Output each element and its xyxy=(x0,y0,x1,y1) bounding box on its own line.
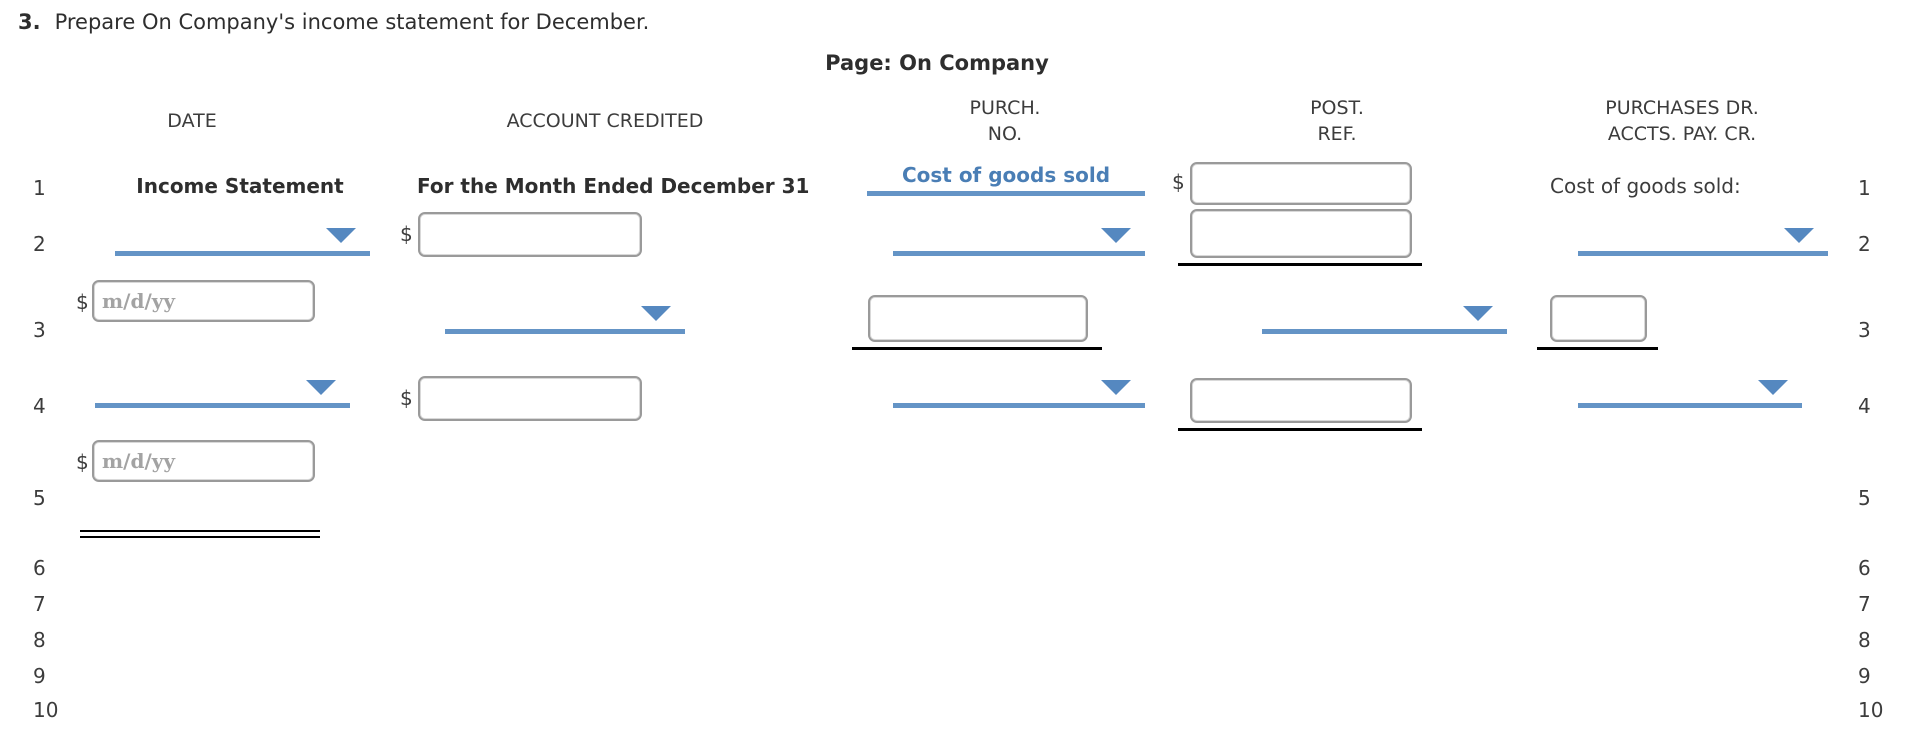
dropdown-underline xyxy=(1578,251,1828,256)
row-number-left-4: 4 xyxy=(33,394,46,418)
statement-period: For the Month Ended December 31 xyxy=(417,174,810,198)
chevron-down-icon xyxy=(1463,306,1493,321)
amount-input-post-row1[interactable] xyxy=(1190,162,1412,205)
chevron-down-icon xyxy=(1784,228,1814,243)
row-number-right-8: 8 xyxy=(1858,628,1871,652)
row-number-right-5: 5 xyxy=(1858,486,1871,510)
row-number-right-1: 1 xyxy=(1858,176,1871,200)
row-number-right-7: 7 xyxy=(1858,592,1871,616)
column-header-purchases: PURCHASES DR. ACCTS. PAY. CR. xyxy=(1605,95,1759,147)
row-number-left-8: 8 xyxy=(33,628,46,652)
dropdown-account-row3[interactable] xyxy=(445,306,685,334)
row-number-right-3: 3 xyxy=(1858,318,1871,342)
dropdown-date-row2[interactable] xyxy=(115,228,370,256)
dropdown-post-row3[interactable] xyxy=(1262,306,1507,334)
page-title: Page: On Company xyxy=(825,51,1049,75)
row-number-left-10: 10 xyxy=(33,698,59,722)
total-rule-post-row2 xyxy=(1178,263,1422,266)
task-instruction: 3. Prepare On Company's income statement … xyxy=(18,10,649,34)
row-number-right-4: 4 xyxy=(1858,394,1871,418)
amount-input-purchases-row3[interactable] xyxy=(1550,295,1647,342)
chevron-down-icon xyxy=(641,306,671,321)
row-number-left-9: 9 xyxy=(33,664,46,688)
chevron-down-icon xyxy=(1758,380,1788,395)
row-number-right-6: 6 xyxy=(1858,556,1871,580)
currency-symbol-post-row1: $ xyxy=(1172,170,1185,194)
statement-title: Income Statement xyxy=(136,174,344,198)
column-header-post-ref: POST. REF. xyxy=(1310,95,1364,147)
task-text: Prepare On Company's income statement fo… xyxy=(54,10,650,34)
total-rule-purch-row3 xyxy=(852,347,1102,350)
chevron-down-icon xyxy=(1101,228,1131,243)
currency-symbol-date-row5: $ xyxy=(76,450,89,474)
amount-input-post-row4[interactable] xyxy=(1190,378,1412,423)
row-number-left-5: 5 xyxy=(33,486,46,510)
account-select-row1-value: Cost of goods sold xyxy=(901,163,1111,187)
task-number: 3. xyxy=(18,10,41,34)
dropdown-purchases-row2[interactable] xyxy=(1578,228,1828,256)
chevron-down-icon xyxy=(1101,380,1131,395)
row-number-right-2: 2 xyxy=(1858,232,1871,256)
column-header-account-credited: ACCOUNT CREDITED xyxy=(506,110,704,132)
dropdown-purchases-row4[interactable] xyxy=(1578,380,1802,408)
dropdown-purch-row2[interactable] xyxy=(893,228,1145,256)
dropdown-purch-row4[interactable] xyxy=(893,380,1145,408)
row-number-left-3: 3 xyxy=(33,318,46,342)
column-header-purch-no-line1: PURCH. xyxy=(969,97,1041,119)
chevron-down-icon xyxy=(306,380,336,395)
dropdown-underline xyxy=(867,191,1145,196)
column-header-purch-no: PURCH. NO. xyxy=(970,95,1041,147)
dropdown-underline xyxy=(893,403,1145,408)
amount-input-post-row2[interactable] xyxy=(1190,209,1412,258)
dropdown-date-row4[interactable] xyxy=(95,380,350,408)
double-total-rule xyxy=(80,530,320,538)
amount-input-account-row2[interactable] xyxy=(418,212,642,257)
chevron-down-icon xyxy=(326,228,356,243)
currency-symbol-account-row4: $ xyxy=(400,386,413,410)
total-rule-post-row4 xyxy=(1178,428,1422,431)
date-input-row3[interactable] xyxy=(92,280,315,322)
column-header-purchases-line2: ACCTS. PAY. CR. xyxy=(1607,123,1757,145)
column-header-post-ref-line2: REF. xyxy=(1317,123,1357,145)
row-number-left-1: 1 xyxy=(33,176,46,200)
column-header-purchases-line1: PURCHASES DR. xyxy=(1605,97,1759,119)
dropdown-underline xyxy=(893,251,1145,256)
purch-no-input-row3[interactable] xyxy=(868,295,1088,342)
row-number-left-6: 6 xyxy=(33,556,46,580)
column-header-purch-no-line2: NO. xyxy=(987,123,1023,145)
amount-input-account-row4[interactable] xyxy=(418,376,642,421)
column-header-post-ref-line1: POST. xyxy=(1310,97,1364,119)
row-number-left-2: 2 xyxy=(33,232,46,256)
row-number-right-10: 10 xyxy=(1858,698,1884,722)
row-number-right-9: 9 xyxy=(1858,664,1871,688)
dropdown-underline xyxy=(1578,403,1802,408)
currency-symbol-account-row2: $ xyxy=(400,222,413,246)
dropdown-underline xyxy=(95,403,350,408)
column-header-date: DATE xyxy=(167,110,217,132)
currency-symbol-date-row3: $ xyxy=(76,290,89,314)
dropdown-underline xyxy=(115,251,370,256)
dropdown-underline xyxy=(1262,329,1507,334)
row-number-left-7: 7 xyxy=(33,592,46,616)
total-rule-purchases-row3 xyxy=(1537,347,1658,350)
dropdown-underline xyxy=(445,329,685,334)
purchases-note-label: Cost of goods sold: xyxy=(1550,174,1741,198)
account-select-row1-selected[interactable]: Cost of goods sold xyxy=(867,163,1145,196)
date-input-row5[interactable] xyxy=(92,440,315,482)
